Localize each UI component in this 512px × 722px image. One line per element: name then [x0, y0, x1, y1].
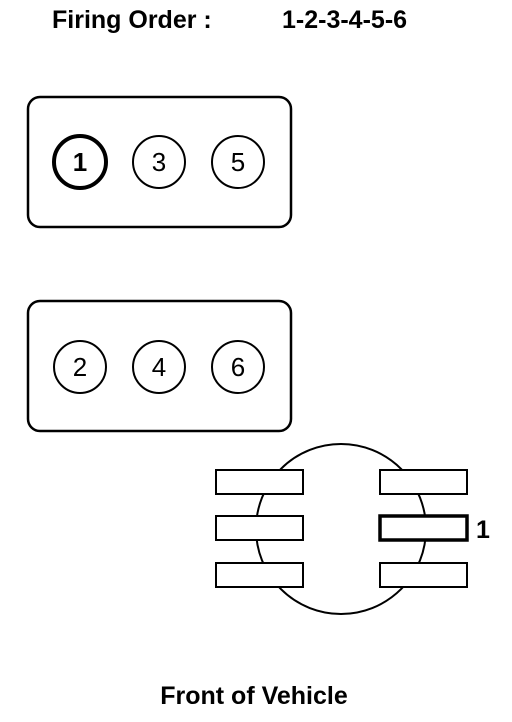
terminal-number-label: 1: [476, 516, 490, 544]
distributor-terminal: [215, 469, 304, 495]
cylinder-circle: [132, 135, 186, 189]
cylinder-circle: [53, 340, 107, 394]
cylinder-circle: [52, 134, 108, 190]
cylinder-circle: [211, 340, 265, 394]
cylinder-4: 4: [132, 340, 186, 394]
distributor-terminal: [215, 515, 304, 541]
cylinder-label: 3: [152, 147, 166, 177]
cylinder-5: 5: [211, 135, 265, 189]
distributor-terminal: [215, 562, 304, 588]
cylinder-circle: [211, 135, 265, 189]
cylinder-label: 2: [73, 352, 87, 382]
title-label: Firing Order :: [52, 6, 212, 34]
firing-sequence: 1-2-3-4-5-6: [282, 6, 407, 34]
cylinder-1: 1: [52, 134, 108, 190]
cylinder-label: 4: [152, 352, 166, 382]
cylinder-label: 5: [231, 147, 245, 177]
cylinder-label: 1: [73, 147, 87, 177]
distributor-terminal-1: [378, 514, 469, 542]
cylinder-2: 2: [53, 340, 107, 394]
bank-outline: [26, 95, 293, 229]
distributor: 1: [215, 443, 490, 615]
cylinder-bank-lower: 2 4 6: [26, 299, 293, 433]
cylinder-bank-upper: 1 3 5: [26, 95, 293, 229]
cylinder-circle: [132, 340, 186, 394]
distributor-terminal: [379, 562, 468, 588]
front-of-vehicle-label: Front of Vehicle: [160, 682, 348, 710]
bank-outline: [26, 299, 293, 433]
cylinder-label: 6: [231, 352, 245, 382]
distributor-terminal: [379, 469, 468, 495]
cylinder-3: 3: [132, 135, 186, 189]
cylinder-6: 6: [211, 340, 265, 394]
